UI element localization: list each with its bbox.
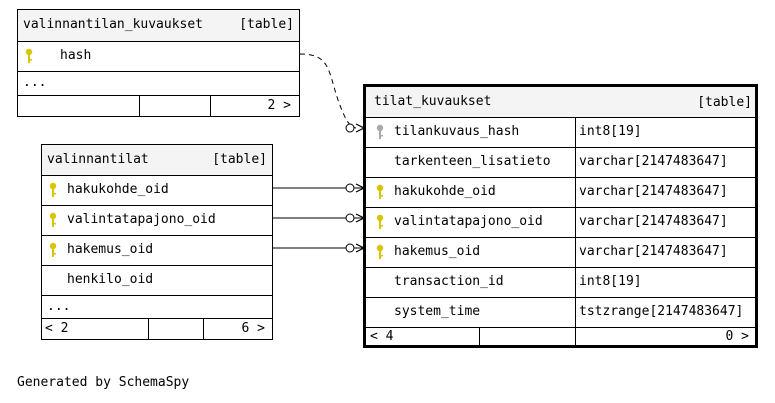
column-name: hakemus_oid <box>67 242 154 257</box>
column-type: varchar[2147483647] <box>579 214 728 229</box>
column-name: hakukohde_oid <box>67 182 169 197</box>
table-header: valinnantilan_kuvaukset [table] <box>18 10 299 41</box>
column-row[interactable]: henkilo_oid <box>42 265 272 295</box>
column-row[interactable]: hakemus_oid varchar[2147483647] <box>366 237 755 267</box>
table-header: tilat_kuvaukset [table] <box>366 87 755 117</box>
table-footer: < 4 0 > <box>366 327 755 345</box>
child-count[interactable]: 0 > <box>725 329 749 344</box>
relation-hash-line <box>299 53 357 129</box>
table-footer: 2 > <box>18 95 299 117</box>
column-name: valintatapajono_oid <box>394 214 543 229</box>
primary-key-icon <box>49 182 57 197</box>
table-tilat-kuvaukset[interactable]: tilat_kuvaukset [table] tilankuvaus_hash… <box>363 84 758 348</box>
crowfoot-markers <box>345 123 355 253</box>
table-kind: [table] <box>239 17 294 32</box>
table-footer: < 2 6 > <box>42 318 272 340</box>
column-type: varchar[2147483647] <box>579 154 728 169</box>
column-row[interactable]: tilankuvaus_hash int8[19] <box>366 117 755 147</box>
table-name: valinnantilan_kuvaukset <box>23 17 204 32</box>
column-name: valintatapajono_oid <box>67 212 216 227</box>
table-kind: [table] <box>212 152 267 167</box>
column-type: varchar[2147483647] <box>579 184 728 199</box>
column-name: system_time <box>394 304 481 319</box>
table-valinnantilat[interactable]: valinnantilat [table] hakukohde_oid vali… <box>41 144 273 340</box>
primary-key-icon <box>376 244 384 259</box>
column-name: tilankuvaus_hash <box>394 124 520 139</box>
column-type: int8[19] <box>579 274 642 289</box>
foreign-key-icon <box>376 124 384 139</box>
column-row[interactable]: hakukohde_oid <box>42 175 272 205</box>
primary-key-icon <box>49 242 57 257</box>
table-name: tilat_kuvaukset <box>374 94 492 109</box>
primary-key-icon <box>49 212 57 227</box>
more-indicator: ... <box>23 75 47 90</box>
column-type: int8[19] <box>579 124 642 139</box>
column-row[interactable]: valintatapajono_oid varchar[2147483647] <box>366 207 755 237</box>
table-kind: [table] <box>697 95 752 110</box>
column-name: tarkenteen_lisatieto <box>394 154 551 169</box>
primary-key-icon <box>25 48 33 63</box>
column-name: hakemus_oid <box>394 244 481 259</box>
table-valinnantilan-kuvaukset[interactable]: valinnantilan_kuvaukset [table] hash ...… <box>17 9 300 117</box>
table-name: valinnantilat <box>47 152 149 167</box>
column-row[interactable]: tarkenteen_lisatieto varchar[2147483647] <box>366 147 755 177</box>
parent-count[interactable]: < 2 <box>45 321 69 336</box>
column-type: tstzrange[2147483647] <box>579 304 744 319</box>
column-row[interactable]: hakukohde_oid varchar[2147483647] <box>366 177 755 207</box>
column-row[interactable]: transaction_id int8[19] <box>366 267 755 297</box>
column-name: hakukohde_oid <box>394 184 496 199</box>
more-indicator: ... <box>47 299 71 314</box>
column-row[interactable]: valintatapajono_oid <box>42 205 272 235</box>
child-count[interactable]: 2 > <box>267 98 291 113</box>
column-type: varchar[2147483647] <box>579 244 728 259</box>
column-name: hash <box>60 48 92 63</box>
column-row[interactable]: system_time tstzrange[2147483647] <box>366 297 755 327</box>
child-count[interactable]: 6 > <box>241 321 265 336</box>
column-name: transaction_id <box>394 274 504 289</box>
more-columns-row: ... <box>42 295 272 318</box>
generated-by-label: Generated by SchemaSpy <box>17 375 190 390</box>
column-row[interactable]: hash <box>18 41 299 71</box>
column-name: henkilo_oid <box>67 272 154 287</box>
parent-count[interactable]: < 4 <box>370 329 394 344</box>
primary-key-icon <box>376 184 384 199</box>
column-row[interactable]: hakemus_oid <box>42 235 272 265</box>
more-columns-row: ... <box>18 71 299 95</box>
table-header: valinnantilat [table] <box>42 145 272 175</box>
primary-key-icon <box>376 214 384 229</box>
